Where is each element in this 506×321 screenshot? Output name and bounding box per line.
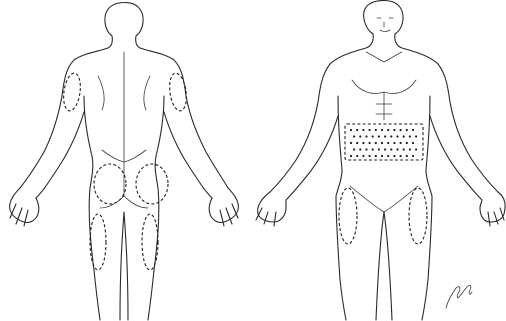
site-front-thigh-right	[409, 188, 427, 244]
abdomen-dot	[400, 142, 402, 144]
abdomen-dot	[406, 155, 408, 157]
abdomen-dot-pattern	[350, 129, 417, 157]
back-right-hand	[209, 188, 238, 226]
abdomen-dot	[393, 129, 395, 131]
site-front-thigh-left	[339, 188, 357, 244]
abdomen-dot	[406, 142, 408, 144]
abdomen-dot	[356, 142, 358, 144]
front-head	[364, 1, 403, 35]
abdomen-dot	[350, 155, 352, 157]
abdomen-dot	[362, 155, 364, 157]
back-view-figure	[10, 3, 239, 321]
back-details	[98, 52, 150, 208]
abdomen-dot	[378, 135, 380, 137]
abdomen-dot	[375, 142, 377, 144]
abdomen-dot	[396, 135, 398, 137]
abdomen-dot	[378, 148, 380, 150]
abdomen-dot	[384, 135, 386, 137]
front-abdomen-site	[345, 124, 423, 160]
abdomen-dot	[412, 129, 414, 131]
abdomen-dot	[381, 142, 383, 144]
abdomen-dot	[415, 148, 417, 150]
abdomen-dot	[393, 155, 395, 157]
abdomen-dot	[372, 148, 374, 150]
site-back-buttock-left	[94, 164, 126, 204]
front-face	[377, 18, 393, 32]
abdomen-dot	[356, 129, 358, 131]
abdomen-dot	[396, 148, 398, 150]
back-left-hand	[10, 188, 39, 226]
abdomen-dot	[350, 129, 352, 131]
abdomen-dot	[372, 135, 374, 137]
abdomen-dot	[353, 135, 355, 137]
abdomen-dot	[350, 142, 352, 144]
abdomen-dot	[387, 142, 389, 144]
abdomen-dot	[353, 148, 355, 150]
back-head	[105, 3, 143, 37]
abdomen-dot	[369, 129, 371, 131]
abdomen-dot	[369, 142, 371, 144]
abdomen-dot	[369, 155, 371, 157]
front-inner-arms	[286, 116, 482, 200]
abdomen-dot	[403, 148, 405, 150]
abdomen-dot	[375, 129, 377, 131]
abdomen-dot	[400, 129, 402, 131]
abdomen-dot	[365, 135, 367, 137]
abdomen-dot	[359, 135, 361, 137]
front-left-hand	[256, 192, 286, 226]
abdomen-dot	[362, 129, 364, 131]
back-neck	[108, 36, 140, 48]
abdomen-dot	[415, 135, 417, 137]
abdomen-dot	[359, 148, 361, 150]
abdomen-dot	[365, 148, 367, 150]
back-injection-sites	[61, 72, 188, 270]
abdomen-dot	[384, 148, 386, 150]
abdomen-dot	[390, 135, 392, 137]
abdomen-dot	[412, 155, 414, 157]
abdomen-dot	[381, 155, 383, 157]
abdomen-dot	[409, 148, 411, 150]
site-back-buttock-right	[136, 164, 168, 204]
front-details	[350, 52, 418, 212]
abdomen-dot	[409, 135, 411, 137]
abdomen-dot	[387, 129, 389, 131]
abdomen-dot	[387, 155, 389, 157]
abdomen-dot	[406, 129, 408, 131]
abdomen-dot	[400, 155, 402, 157]
abdomen-dot	[412, 142, 414, 144]
abdomen-dot	[381, 129, 383, 131]
abdomen-dot	[362, 142, 364, 144]
abdomen-dot	[403, 135, 405, 137]
abdomen-dot	[390, 148, 392, 150]
front-neck	[366, 34, 402, 48]
abdomen-dot	[375, 155, 377, 157]
back-legs	[89, 188, 159, 320]
front-right-hand	[480, 192, 505, 226]
front-legs	[336, 196, 432, 320]
abdomen-dot	[393, 142, 395, 144]
abdomen-dot	[356, 155, 358, 157]
artist-signature	[446, 285, 472, 308]
